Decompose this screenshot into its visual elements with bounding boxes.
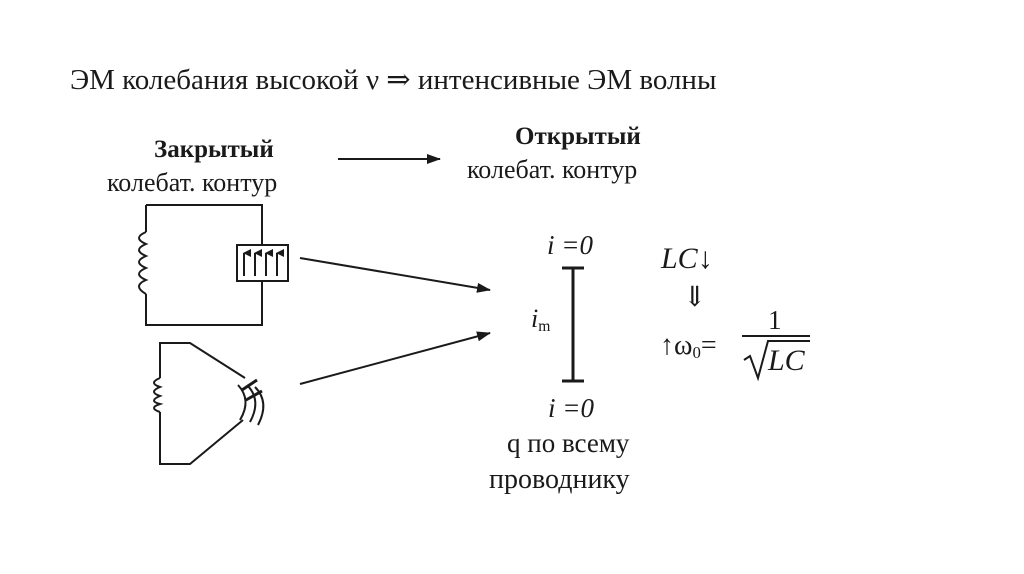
- open-contour-label: Открытый: [515, 123, 641, 150]
- omega-increase-label: ↑ω0=: [660, 330, 717, 363]
- charge-distribution-text: q по всему: [507, 428, 630, 458]
- current-zero-bottom: i =0: [548, 393, 594, 423]
- dipole-antenna: [562, 266, 584, 383]
- inductor-coil-icon-2: [153, 377, 164, 413]
- implies-arrow: ⇓: [683, 282, 707, 313]
- inductor-coil-icon: [138, 231, 149, 295]
- open-contour-sublabel: колебат. контур: [467, 155, 638, 184]
- closed-contour-label: Закрытый: [154, 136, 274, 163]
- current-max-label: im: [531, 304, 551, 335]
- fraction-numerator: 1: [768, 305, 782, 335]
- closed-contour-sublabel: колебат. контур: [107, 168, 278, 197]
- current-zero-top: i =0: [547, 230, 593, 260]
- page-title: ЭМ колебания высокой ν ⇒ интенсивные ЭМ …: [70, 64, 717, 96]
- opening-circuit: [153, 342, 265, 465]
- arrow-open-to-antenna: [299, 331, 491, 385]
- charge-distribution-text-2: проводнику: [489, 464, 630, 495]
- lc-decrease-label: LC↓: [661, 242, 713, 275]
- arrow-closed-to-antenna: [299, 257, 491, 293]
- sqrt-argument: LC: [768, 344, 805, 377]
- closed-circuit: [138, 204, 289, 326]
- sqrt-radical: [742, 335, 810, 382]
